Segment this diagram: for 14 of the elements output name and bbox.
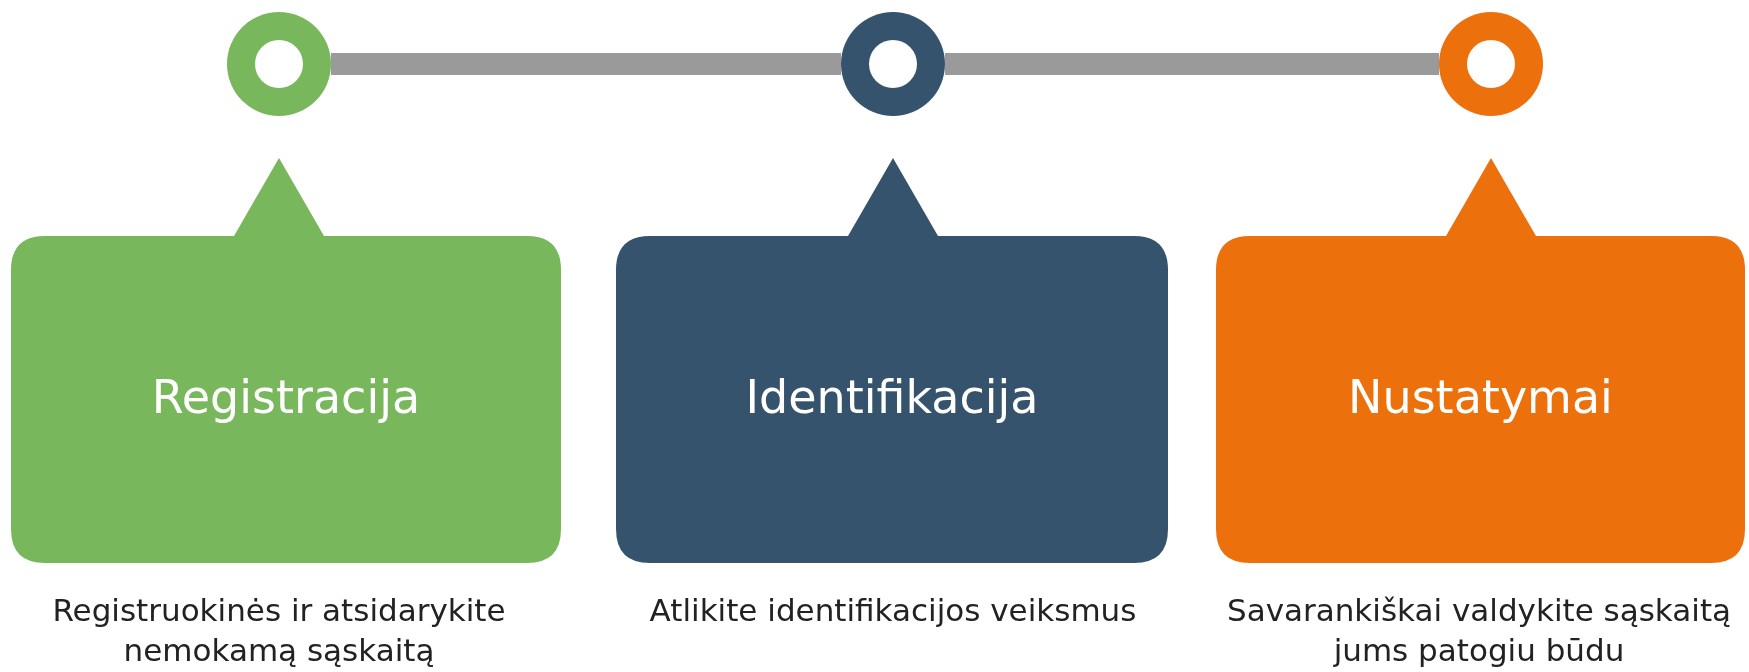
step-title: Nustatymai: [1347, 369, 1614, 424]
step-title: Registracija: [150, 369, 422, 424]
timeline-line: [331, 53, 841, 75]
step-description: Atlikite identifikacijos veiksmus: [648, 591, 1138, 630]
speech-bubble: [11, 158, 561, 563]
step-title: Identifikacija: [744, 369, 1040, 424]
timeline-circle: [1439, 12, 1543, 116]
speech-bubble: [1216, 158, 1745, 563]
timeline-line: [945, 53, 1439, 75]
step-description: Savarankiškai valdykite sąskaitą jums patogiu būdu: [1225, 591, 1733, 670]
speech-bubble: [616, 158, 1168, 563]
timeline-circle: [841, 12, 945, 116]
timeline-circle: [227, 12, 331, 116]
step-description: Registruokinės ir atsidarykite nemokamą sąskaitą: [51, 591, 507, 670]
